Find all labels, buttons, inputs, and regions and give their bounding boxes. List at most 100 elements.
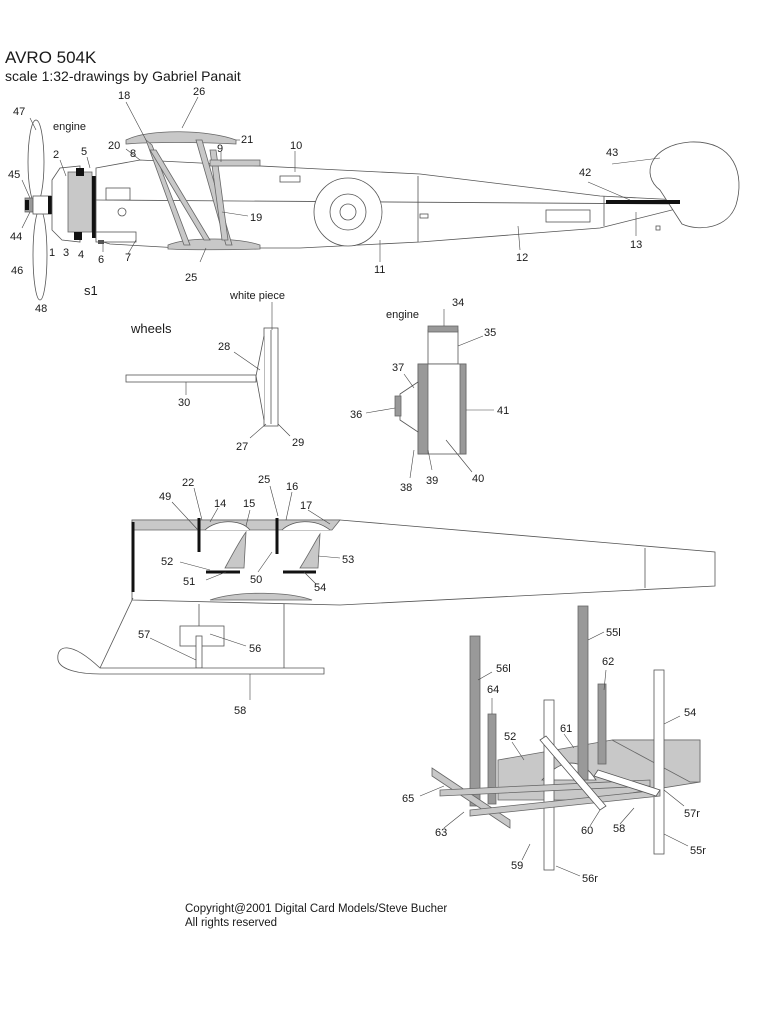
callout-13: 13 (630, 239, 642, 251)
wheel-axle (125, 374, 257, 383)
callout-41: 41 (497, 405, 509, 417)
fuselage-inside-view (57, 518, 716, 675)
engine-left-band (417, 363, 429, 455)
callout-2: 2 (53, 149, 59, 161)
callout-1: 1 (49, 247, 55, 259)
callout-56: 56 (249, 643, 261, 655)
callout-63: 63 (435, 827, 447, 839)
callout-58b: 58 (613, 823, 625, 835)
wheel-cone (255, 335, 265, 421)
callout-37: 37 (392, 362, 404, 374)
windshield (279, 175, 301, 183)
callout-20: 20 (108, 140, 120, 152)
callout-40: 40 (472, 473, 484, 485)
tailplane (606, 200, 680, 204)
engine-top-mark (76, 168, 84, 176)
callout-30: 30 (178, 397, 190, 409)
rear-panel (545, 209, 591, 223)
callout-52: 52 (161, 556, 173, 568)
callout-44: 44 (10, 231, 22, 243)
callout-53: 53 (342, 554, 354, 566)
brace-61 (539, 735, 607, 811)
callout-25: 25 (185, 272, 197, 284)
engine-bottom-mark (74, 232, 82, 240)
callout-9: 9 (217, 143, 223, 155)
callout-49: 49 (159, 491, 171, 503)
front-strut-a (145, 138, 191, 246)
callout-5: 5 (81, 146, 87, 158)
label-white-piece: white piece (229, 290, 285, 302)
callout-48: 48 (35, 303, 47, 315)
fuel-cap (117, 207, 127, 217)
callout-21: 21 (241, 134, 253, 146)
spinner-ring (48, 196, 52, 214)
fuel-filler-panel (105, 187, 131, 201)
callout-52b: 52 (504, 731, 516, 743)
strut-55l (577, 605, 589, 781)
propeller-upper-blade (27, 119, 45, 205)
skid-strut-front (99, 597, 134, 669)
front-strut-b (149, 149, 211, 241)
firewall (92, 176, 96, 238)
hub-cap (25, 200, 29, 210)
callout-26: 26 (193, 86, 205, 98)
brace-58 (593, 769, 661, 797)
callout-11: 11 (374, 264, 385, 276)
callout-35: 35 (484, 327, 496, 339)
callout-28: 28 (218, 341, 230, 353)
lower-wing-root (209, 592, 313, 601)
copyright-notice: Copyright@2001 Digital Card Models/Steve… (185, 902, 447, 930)
engine-crankcase (427, 329, 459, 365)
label-engine-top: engine (53, 121, 86, 133)
strut-55r (653, 669, 665, 855)
callout-18: 18 (118, 90, 130, 102)
label-engine-detail: engine (386, 309, 419, 321)
small-hatch (419, 213, 429, 219)
callout-12: 12 (516, 252, 528, 264)
callout-14: 14 (214, 498, 226, 510)
callout-15: 15 (243, 498, 255, 510)
engine-drum (67, 171, 93, 233)
tank-mount (195, 635, 203, 669)
leader-lines (21, 96, 689, 877)
lower-wing (167, 238, 261, 251)
callout-43: 43 (606, 147, 618, 159)
callout-19: 19 (250, 212, 262, 224)
strut-62 (597, 683, 607, 765)
callout-56r: 56r (582, 873, 598, 885)
callout-61: 61 (560, 723, 572, 735)
rudder (649, 141, 740, 229)
callout-27: 27 (236, 441, 248, 453)
aircraft-side-view (24, 119, 740, 301)
cockpit-cutout-front (204, 521, 251, 531)
fuselage (95, 159, 681, 249)
callout-39: 39 (426, 475, 438, 487)
callout-10: 10 (290, 140, 302, 152)
label-wheels: wheels (130, 321, 172, 336)
callout-22: 22 (182, 477, 194, 489)
callout-58: 58 (234, 705, 246, 717)
landing-skid (57, 647, 325, 675)
callout-47: 47 (13, 106, 25, 118)
seat-back-rear (299, 532, 321, 569)
callout-4: 4 (78, 249, 84, 261)
wheels-diagram (125, 327, 279, 427)
engine-cap (427, 325, 459, 333)
callout-34: 34 (452, 297, 464, 309)
callout-36: 36 (350, 409, 362, 421)
engine-nose-cone (399, 381, 419, 433)
undercarriage-fairing (95, 231, 137, 243)
callout-17: 17 (300, 500, 312, 512)
callout-51: 51 (183, 576, 195, 588)
roundel-center (339, 203, 357, 221)
copyright-line-2: All rights reserved (185, 917, 278, 929)
fuselage-centerline (95, 199, 681, 205)
callout-7: 7 (125, 252, 131, 264)
engine-nose-plate (394, 395, 402, 417)
fuselage-side-panel (131, 519, 716, 606)
callout-56l: 56l (496, 663, 511, 675)
tailskid (655, 225, 661, 231)
cabin-assembly (431, 605, 701, 871)
cabane-top (209, 159, 261, 167)
callout-50: 50 (250, 574, 262, 586)
